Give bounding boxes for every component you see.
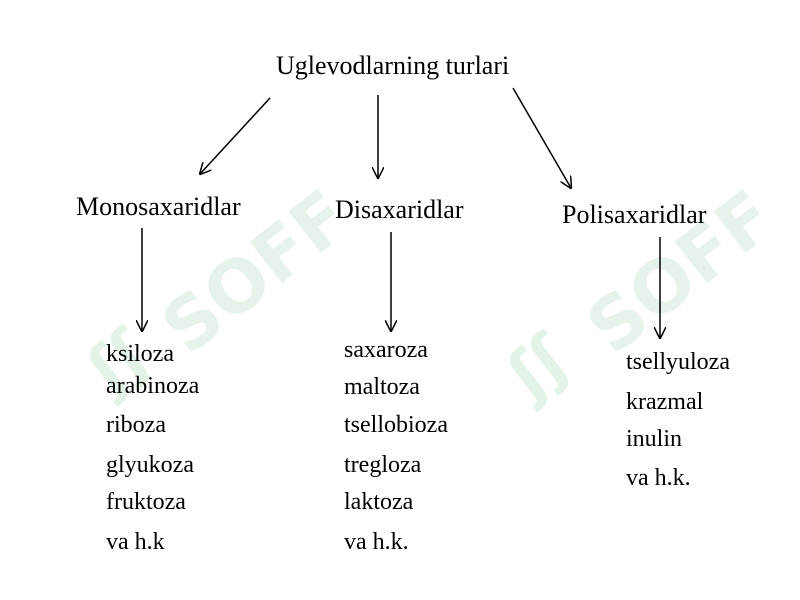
list-item: saxaroza: [344, 337, 428, 363]
list-item: glyukoza: [106, 452, 194, 478]
list-item: inulin: [626, 426, 683, 452]
list-item: va h.k: [106, 529, 165, 555]
list-item: tsellobioza: [344, 412, 448, 438]
list-item: va h.k.: [626, 465, 691, 491]
list-item: va h.k.: [344, 529, 409, 555]
list-item: tregloza: [344, 452, 422, 478]
arrow-root-to-polisaxaridlar: [512, 87, 571, 188]
list-item: arabinoza: [106, 373, 200, 399]
category-monosaxaridlar: Monosaxaridlar: [76, 192, 241, 221]
list-item: ksiloza: [106, 341, 174, 367]
arrow-root-to-monosaxaridlar: [200, 97, 271, 174]
root-node-label: Uglevodlarning turlari: [276, 51, 510, 80]
list-item: riboza: [106, 412, 166, 438]
list-item: fruktoza: [106, 489, 186, 515]
list-item: tsellyuloza: [626, 349, 730, 375]
category-disaxaridlar: Disaxaridlar: [335, 195, 464, 224]
list-item: krazmal: [626, 389, 704, 415]
category-polisaxaridlar: Polisaxaridlar: [562, 200, 707, 229]
list-item: laktoza: [344, 489, 414, 515]
list-item: maltoza: [344, 374, 420, 400]
